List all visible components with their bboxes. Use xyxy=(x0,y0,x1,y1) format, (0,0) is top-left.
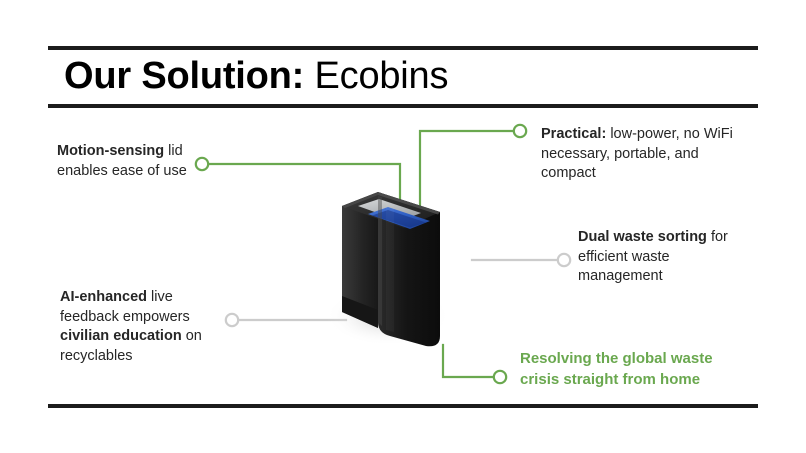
footer-rule xyxy=(48,404,758,408)
page-title-bold: Our Solution: xyxy=(64,55,305,97)
connector-dot-tagline xyxy=(492,369,508,385)
callout-motion-sensing-bold: Motion-sensing xyxy=(57,143,165,159)
callout-motion-sensing-text: lid enables ease of use xyxy=(57,143,187,179)
connector-dot-ai xyxy=(224,312,240,328)
header-rule-bottom xyxy=(48,104,758,108)
callout-motion-sensing: Motion-sensing lid enables ease of use xyxy=(57,142,207,181)
bin-front-face xyxy=(378,192,440,347)
callout-dual-waste-sorting-text: for efficient waste management xyxy=(578,229,728,284)
page-title-light: Ecobins xyxy=(304,55,449,97)
bin-liner-inner-shadow xyxy=(372,210,426,228)
ecobin-illustration xyxy=(326,192,450,347)
callout-ai-enhanced-bold-1: AI-enhanced xyxy=(60,289,148,305)
bin-corner-highlight xyxy=(378,196,382,326)
callout-ai-enhanced: AI-enhanced live feedback empowers civil… xyxy=(60,288,225,366)
callout-dual-waste-sorting: Dual waste sorting for efficient waste m… xyxy=(578,228,758,287)
callout-practical: Practical: low-power, no WiFi necessary,… xyxy=(541,125,756,184)
callout-ai-enhanced-bold-2: civilian education xyxy=(60,328,182,344)
callout-ai-enhanced-text-2: on recyclables xyxy=(60,328,202,364)
ecobin-image xyxy=(316,176,506,366)
connector-dot-practical xyxy=(512,123,528,139)
bin-side-bottom xyxy=(342,296,378,328)
bin-lid-highlight-right xyxy=(378,192,440,215)
callout-practical-text: low-power, no WiFi necessary, portable, … xyxy=(541,126,733,181)
callout-tagline: Resolving the global waste crisis straig… xyxy=(520,350,713,388)
bin-side-face xyxy=(342,192,378,328)
bin-lid-highlight-left xyxy=(342,192,378,208)
bin-front-sheen xyxy=(386,202,394,332)
callout-practical-bold: Practical: xyxy=(541,126,607,142)
header-rule-top xyxy=(48,46,758,50)
page-title: Our Solution: Ecobins xyxy=(64,52,448,100)
callout-dual-waste-sorting-bold: Dual waste sorting xyxy=(578,229,707,245)
connector-dot-dual-waste xyxy=(556,252,572,268)
callout-ai-enhanced-text-1: live feedback empowers xyxy=(60,289,190,325)
